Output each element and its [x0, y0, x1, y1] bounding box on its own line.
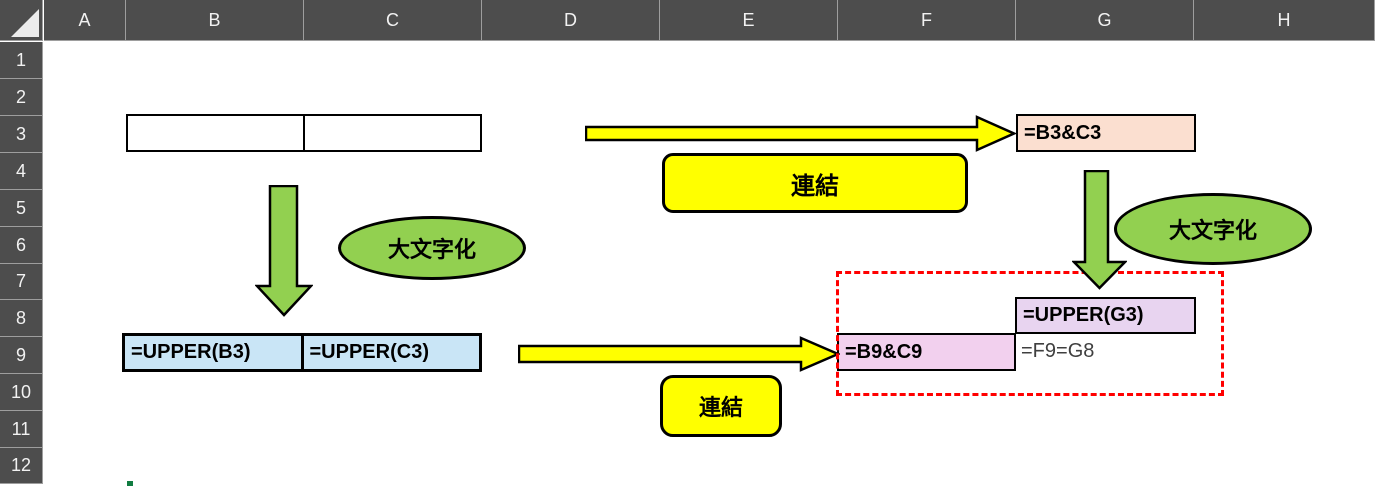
row-header-12[interactable]: 12	[0, 448, 43, 484]
cell-g3[interactable]: =B3&C3	[1016, 114, 1196, 152]
row-header-6[interactable]: 6	[0, 227, 43, 264]
cell-c3[interactable]	[303, 116, 480, 150]
select-all-button[interactable]	[0, 0, 43, 41]
cell-range-b3-c3[interactable]	[126, 114, 482, 152]
selection-indicator	[127, 481, 133, 486]
concat-label-top: 連結	[662, 153, 968, 213]
cell-range-b9-c9[interactable]: =UPPER(B3) =UPPER(C3)	[122, 333, 482, 372]
column-header-g[interactable]: G	[1016, 0, 1194, 41]
arrow-down-right-icon	[1072, 170, 1127, 290]
column-header-f[interactable]: F	[838, 0, 1016, 41]
column-header-a[interactable]: A	[44, 0, 126, 41]
cell-g9[interactable]: =F9=G8	[1021, 340, 1095, 362]
select-all-icon	[11, 9, 39, 37]
cell-f9[interactable]: =B9&C9	[837, 333, 1016, 371]
column-header-e[interactable]: E	[660, 0, 838, 41]
cell-b9[interactable]: =UPPER(B3)	[131, 341, 251, 363]
row-header-11[interactable]: 11	[0, 411, 43, 448]
row-header-5[interactable]: 5	[0, 190, 43, 227]
row-header-10[interactable]: 10	[0, 374, 43, 411]
column-header-h[interactable]: H	[1194, 0, 1375, 41]
row-header-9[interactable]: 9	[0, 337, 43, 374]
row-header-4[interactable]: 4	[0, 153, 43, 190]
cell-g8[interactable]: =UPPER(G3)	[1015, 297, 1196, 334]
uppercase-label-left: 大文字化	[338, 216, 526, 280]
highlight-dashed-box	[836, 271, 1224, 396]
cell-c9[interactable]: =UPPER(C3)	[300, 336, 480, 369]
column-header-d[interactable]: D	[482, 0, 660, 41]
column-header-b[interactable]: B	[126, 0, 304, 41]
row-header-1[interactable]: 1	[0, 42, 43, 79]
row-header-8[interactable]: 8	[0, 300, 43, 337]
cell-b3[interactable]	[128, 116, 303, 150]
row-header-7[interactable]: 7	[0, 264, 43, 300]
row-header-2[interactable]: 2	[0, 79, 43, 116]
uppercase-label-right: 大文字化	[1114, 193, 1312, 265]
arrow-right-bottom-icon	[518, 336, 840, 372]
column-header-c[interactable]: C	[304, 0, 482, 41]
concat-label-bottom: 連結	[660, 375, 782, 437]
row-header-3[interactable]: 3	[0, 116, 43, 153]
arrow-right-top-icon	[585, 115, 1016, 152]
arrow-down-left-icon	[255, 185, 313, 317]
